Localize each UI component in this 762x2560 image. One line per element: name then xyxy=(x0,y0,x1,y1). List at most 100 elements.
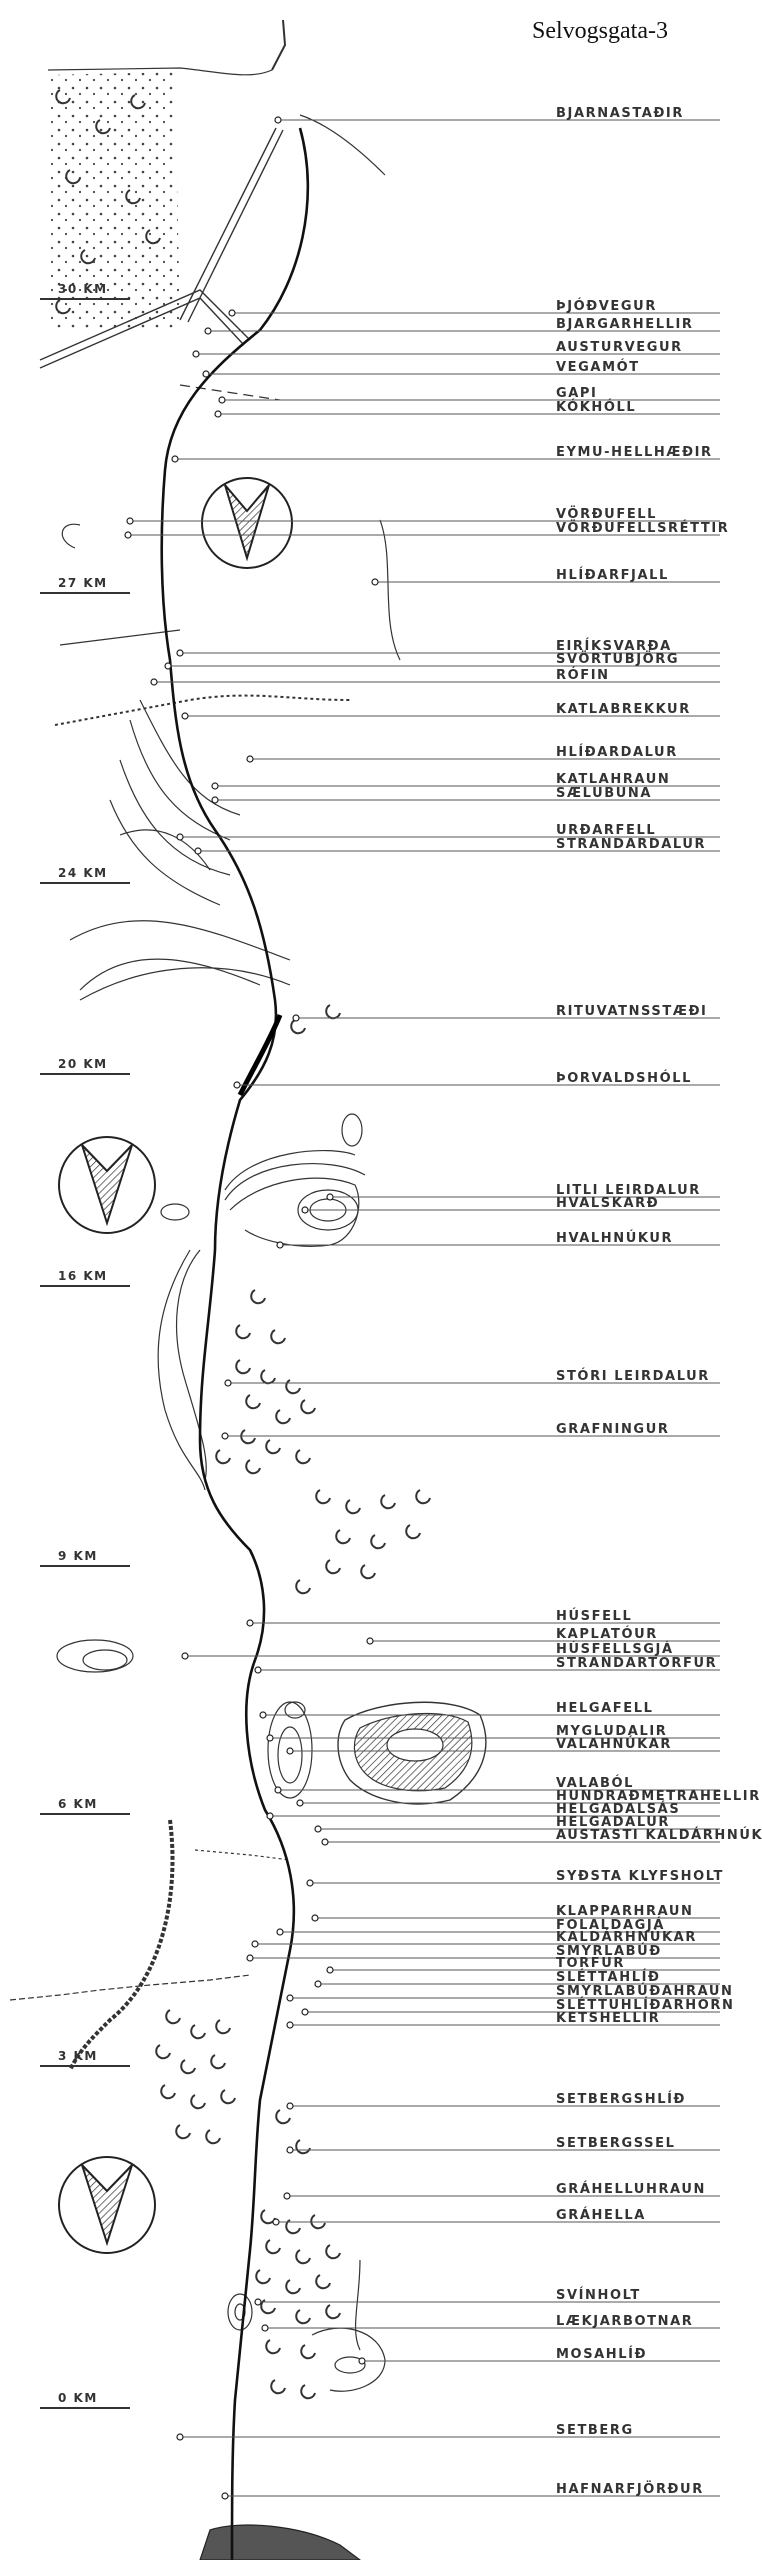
contour xyxy=(284,1701,306,1719)
contour xyxy=(119,759,231,876)
place-label: MYGLUDALIR xyxy=(556,1724,667,1739)
place-label: HAFNARFJÖRÐUR xyxy=(556,2481,704,2497)
place-marker xyxy=(181,712,189,720)
place-marker xyxy=(246,1954,254,1962)
place-label: GRÁHELLUHRAUN xyxy=(556,2181,706,2197)
place-marker xyxy=(150,678,158,686)
place-label: KLAPPARHRAUN xyxy=(556,1904,694,1919)
road xyxy=(39,297,245,369)
lava-field xyxy=(50,72,180,330)
contour xyxy=(311,2327,386,2392)
place-label: GRÁHELLA xyxy=(556,2207,646,2223)
place-marker xyxy=(214,410,222,418)
place-marker xyxy=(274,116,282,124)
place-marker xyxy=(233,1081,241,1089)
place-marker xyxy=(192,350,200,358)
place-label: HELGAFELL xyxy=(556,1701,654,1716)
place-marker xyxy=(321,1838,329,1846)
place-label: VÖRÐUFELL xyxy=(556,506,657,522)
km-marker-label: 9 KM xyxy=(58,1549,98,1563)
place-label: MOSAHLÍÐ xyxy=(556,2346,647,2362)
terrain-layer xyxy=(9,19,487,2560)
place-label: KALDÁRHNÚKAR xyxy=(556,1929,697,1945)
place-label: EYMU-HELLHÆÐIR xyxy=(556,445,713,460)
place-label: STRANDARTORFUR xyxy=(556,1656,717,1671)
place-label: HLÍÐARFJALL xyxy=(556,567,669,583)
coastline xyxy=(299,114,386,176)
place-label: SVÖRTUBJÖRG xyxy=(556,651,679,667)
place-label: EIRÍKSVARÐA xyxy=(556,638,672,654)
lava-symbols xyxy=(55,89,431,2400)
place-marker xyxy=(218,396,226,404)
lava-edge xyxy=(9,1974,251,2001)
km-marker-label: 27 KM xyxy=(58,576,108,590)
place-marker xyxy=(301,2008,309,2016)
ridge xyxy=(59,629,181,646)
place-marker xyxy=(266,1812,274,1820)
place-label: HVALSKARÐ xyxy=(556,1196,659,1211)
contour xyxy=(277,1726,303,1784)
road xyxy=(39,289,251,361)
place-marker xyxy=(164,662,172,670)
lava-edge xyxy=(68,1819,175,2071)
place-labels: BJARNASTAÐIRÞJÓÐVEGURBJARGARHELLIRAUSTUR… xyxy=(124,106,762,2500)
place-label: RÓFIN xyxy=(556,667,610,683)
place-label: VALABÓL xyxy=(556,1775,634,1791)
place-marker xyxy=(266,1734,274,1742)
contour xyxy=(354,2259,361,2351)
km-marker-label: 24 KM xyxy=(58,866,108,880)
place-marker xyxy=(296,1799,304,1807)
place-marker xyxy=(311,1914,319,1922)
place-marker xyxy=(286,1747,294,1755)
contour xyxy=(82,1649,128,1671)
contour xyxy=(56,1639,134,1673)
contour xyxy=(139,699,241,816)
place-marker xyxy=(211,796,219,804)
place-label: ÞORVALDSHÓLL xyxy=(556,1070,692,1086)
place-label: HUNDRAÐMETRAHELLIR xyxy=(556,1789,761,1804)
stream xyxy=(379,519,401,661)
place-marker xyxy=(259,1711,267,1719)
place-marker xyxy=(286,2102,294,2110)
place-label: VÖRÐUFELLSRÉTTIR xyxy=(556,520,729,536)
place-label: BJARGARHELLIR xyxy=(556,317,694,332)
place-label: SMYRLABÚÐ xyxy=(556,1943,662,1959)
place-label: HELGADALUR xyxy=(556,1815,670,1830)
place-marker xyxy=(276,1241,284,1249)
place-label: KETSHELLIR xyxy=(556,2011,660,2026)
place-label: SLÉTTAHLÍÐ xyxy=(556,1969,661,1985)
place-label: VALAHNÚKAR xyxy=(556,1736,672,1752)
map-title: Selvogsgata-3 xyxy=(532,18,668,44)
km-marker-label: 0 KM xyxy=(58,2391,98,2405)
place-marker xyxy=(261,2324,269,2332)
place-label: STRANDARDALUR xyxy=(556,837,706,852)
place-marker xyxy=(221,2492,229,2500)
contour xyxy=(224,1162,366,1201)
place-marker xyxy=(181,1652,189,1660)
place-label: SYÐSTA KLYFSHOLT xyxy=(556,1869,724,1884)
escarpment xyxy=(54,694,351,726)
place-marker xyxy=(366,1637,374,1645)
place-label: GRAFNINGUR xyxy=(556,1422,669,1437)
km-marker-label: 3 KM xyxy=(58,2049,98,2063)
road xyxy=(187,129,284,323)
route-highlight xyxy=(237,1014,283,1097)
ridge xyxy=(79,958,261,991)
place-marker xyxy=(202,370,210,378)
place-label: TORFUR xyxy=(556,1956,625,1971)
place-marker xyxy=(254,2298,262,2306)
place-label: HÚSFELLSGJÁ xyxy=(556,1641,674,1657)
place-label: SETBERGSSEL xyxy=(556,2136,676,2151)
harbour xyxy=(199,2524,362,2560)
place-marker xyxy=(274,1786,282,1794)
road xyxy=(179,127,277,321)
north-arrow-icon xyxy=(201,477,293,569)
place-label: HVALHNÚKUR xyxy=(556,1230,673,1246)
place-label: HÚSFELL xyxy=(556,1608,632,1624)
contour xyxy=(176,1249,207,1481)
contour xyxy=(129,719,231,841)
contour xyxy=(267,1701,313,1799)
place-marker xyxy=(286,2146,294,2154)
contour xyxy=(224,1150,356,1191)
place-marker xyxy=(224,1379,232,1387)
